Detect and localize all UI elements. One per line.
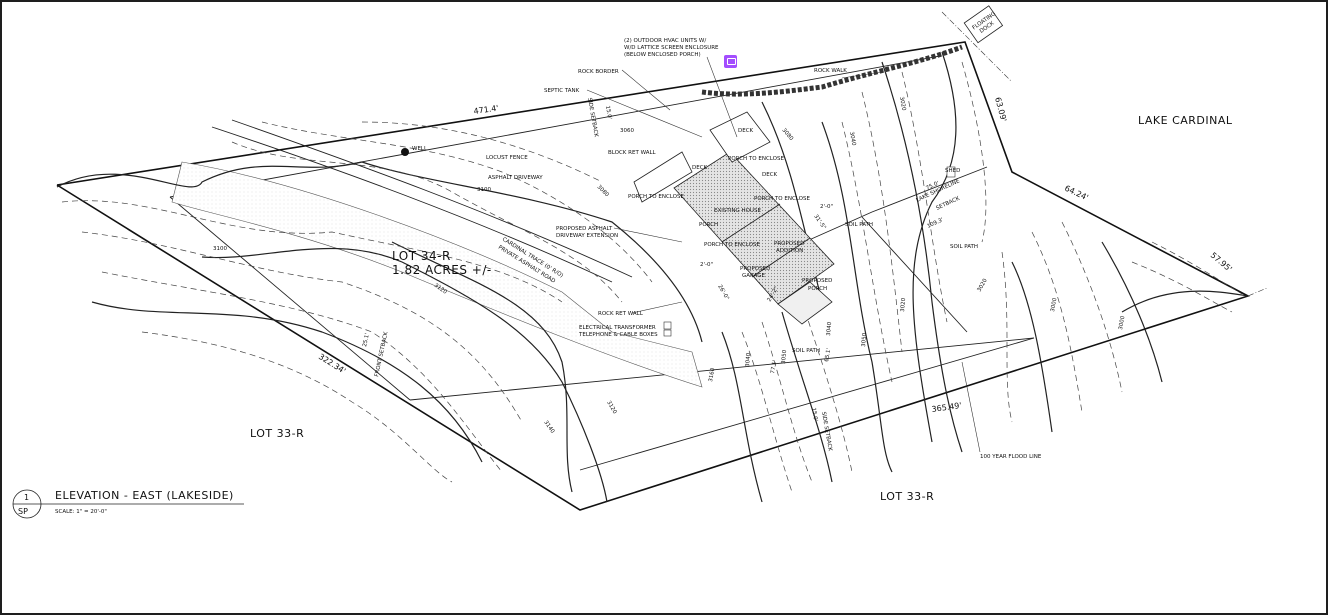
svg-text:SOIL PATH: SOIL PATH [845, 222, 873, 228]
svg-text:3020: 3020 [898, 96, 906, 111]
svg-text:64.24': 64.24' [1063, 184, 1090, 203]
svg-text:3100: 3100 [213, 246, 227, 252]
svg-text:3060: 3060 [620, 128, 634, 134]
svg-text:3020: 3020 [977, 277, 989, 293]
svg-text:PROPOSED: PROPOSED [802, 278, 832, 284]
svg-text:26'-0": 26'-0" [716, 284, 729, 301]
drawing-title-block: 1 SP ELEVATION - EAST (LAKESIDE) SCALE: … [12, 489, 244, 519]
svg-text:75.0': 75.0' [925, 181, 940, 192]
svg-text:57.95': 57.95' [1209, 251, 1234, 274]
svg-text:15.0': 15.0' [604, 105, 612, 120]
svg-text:ELECTRICAL TRANSFORMER: ELECTRICAL TRANSFORMER [579, 325, 656, 331]
svg-text:3050: 3050 [861, 332, 868, 347]
svg-text:2'-0": 2'-0" [700, 262, 713, 268]
lot-33r-bottom: LOT 33-R [880, 490, 934, 503]
svg-text:3040: 3040 [848, 131, 856, 146]
private-road [171, 161, 703, 388]
detail-number: 1 [24, 493, 29, 502]
well-label: WELL [412, 146, 428, 152]
svg-text:25.1': 25.1' [362, 333, 371, 348]
svg-text:BLOCK RET WALL: BLOCK RET WALL [608, 150, 657, 156]
sheet-number: SP [18, 507, 28, 516]
annotations: (2) OUTDOOR HVAC UNITS W/ W/D LATTICE SC… [374, 38, 1042, 460]
svg-text:365.49': 365.49' [931, 401, 962, 414]
lot-name: LOT 34-R [392, 249, 451, 263]
svg-text:3160: 3160 [708, 367, 716, 382]
svg-text:77.1': 77.1' [770, 360, 778, 375]
leader-lines [586, 56, 981, 453]
svg-text:3000: 3000 [1050, 297, 1058, 312]
svg-text:DRIVEWAY EXTENSION: DRIVEWAY EXTENSION [556, 233, 618, 239]
svg-text:PORCH TO ENCLOSE: PORCH TO ENCLOSE [628, 194, 684, 200]
contour-lines [56, 51, 1249, 503]
svg-text:ROCK BORDER: ROCK BORDER [578, 69, 619, 75]
svg-text:3080: 3080 [780, 127, 794, 142]
svg-text:PROPOSED: PROPOSED [774, 241, 804, 247]
svg-text:SHED: SHED [945, 168, 960, 174]
svg-text:DECK: DECK [692, 165, 708, 171]
svg-text:3050: 3050 [781, 349, 788, 364]
svg-text:PORCH: PORCH [699, 222, 718, 228]
svg-text:3100: 3100 [477, 187, 491, 193]
svg-text:100 YEAR FLOOD LINE: 100 YEAR FLOOD LINE [980, 454, 1042, 460]
svg-text:W/D LATTICE SCREEN ENCLOSURE: W/D LATTICE SCREEN ENCLOSURE [624, 45, 719, 51]
svg-text:SIDE SETBACK: SIDE SETBACK [820, 411, 833, 452]
svg-text:15.0': 15.0' [810, 407, 818, 422]
svg-text:65.1': 65.1' [824, 348, 832, 363]
svg-text:GARAGE: GARAGE [742, 273, 766, 279]
svg-text:PORCH: PORCH [808, 286, 827, 292]
svg-text:SOIL PATH: SOIL PATH [950, 244, 978, 250]
svg-text:ROCK RET WALL: ROCK RET WALL [598, 311, 644, 317]
svg-text:LOCUST FENCE: LOCUST FENCE [486, 155, 528, 161]
svg-text:3120: 3120 [605, 400, 617, 416]
svg-text:3080: 3080 [596, 184, 610, 198]
svg-text:31'-5": 31'-5" [812, 214, 826, 231]
rock-walk [701, 44, 963, 97]
lake-label: LAKE CARDINAL [1138, 114, 1233, 127]
svg-text:63.09': 63.09' [993, 96, 1008, 123]
svg-text:3020: 3020 [900, 297, 907, 312]
contour-labels: 3060 3080 3100 3100 3120 3120 3140 3160 … [213, 96, 1126, 435]
svg-text:471.4': 471.4' [473, 104, 499, 116]
lot-33r-left: LOT 33-R [250, 427, 304, 440]
svg-text:TELEPHONE & CABLE BOXES: TELEPHONE & CABLE BOXES [578, 332, 658, 338]
well-marker [401, 148, 409, 156]
svg-text:(2) OUTDOOR HVAC UNITS W/: (2) OUTDOOR HVAC UNITS W/ [624, 38, 706, 44]
svg-text:PORCH TO ENCLOSE: PORCH TO ENCLOSE [728, 156, 784, 162]
svg-text:PROPOSED ASPHALT: PROPOSED ASPHALT [556, 226, 613, 232]
svg-text:SEPTIC TANK: SEPTIC TANK [544, 88, 580, 94]
svg-text:EXISTING HOUSE: EXISTING HOUSE [714, 208, 761, 214]
svg-text:3040: 3040 [826, 321, 833, 336]
svg-text:DECK: DECK [738, 128, 754, 134]
svg-text:ASPHALT DRIVEWAY: ASPHALT DRIVEWAY [488, 175, 543, 181]
svg-text:3140: 3140 [542, 420, 555, 435]
setback-lines [169, 11, 1268, 471]
svg-text:2'-0": 2'-0" [820, 204, 833, 210]
svg-text:PORCH TO ENCLOSE: PORCH TO ENCLOSE [754, 196, 810, 202]
svg-text:SIDE SETBACK: SIDE SETBACK [586, 97, 599, 138]
svg-text:3000: 3000 [1118, 315, 1126, 330]
svg-text:109.3': 109.3' [926, 217, 944, 230]
svg-text:PROPOSED: PROPOSED [740, 266, 770, 272]
property-boundary [56, 41, 1251, 511]
svg-text:PORCH TO ENCLOSE: PORCH TO ENCLOSE [704, 242, 760, 248]
drawing-title: ELEVATION - EAST (LAKESIDE) [55, 489, 234, 502]
comment-annotation-icon[interactable] [724, 55, 737, 68]
svg-text:(BELOW ENCLOSED PORCH): (BELOW ENCLOSED PORCH) [624, 52, 701, 58]
lot-acres: 1.82 ACRES +/- [392, 263, 492, 277]
svg-text:ROCK WALK: ROCK WALK [814, 68, 847, 74]
svg-text:SETBACK: SETBACK [935, 196, 961, 212]
svg-text:DECK: DECK [762, 172, 778, 178]
svg-text:ADDITION: ADDITION [776, 248, 803, 254]
svg-text:FRONT SETBACK: FRONT SETBACK [374, 331, 389, 377]
house-footprint [633, 111, 835, 325]
drawing-scale: SCALE: 1" = 20'-0" [55, 509, 107, 515]
svg-text:SOIL PATH: SOIL PATH [792, 348, 820, 354]
svg-text:3040: 3040 [745, 352, 752, 367]
floating-dock: FLOATING DOCK [963, 5, 1004, 44]
